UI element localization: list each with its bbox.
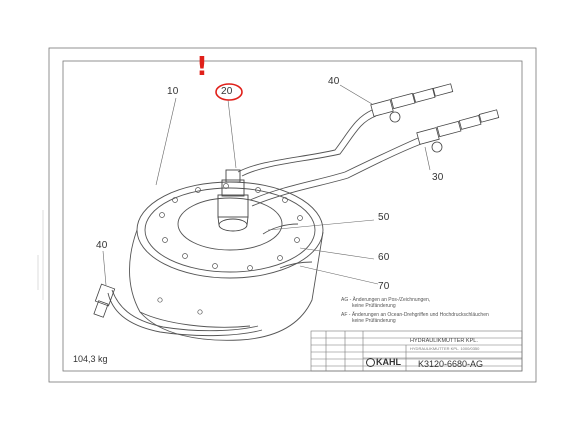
callout-40-top: 40 <box>328 76 340 87</box>
kahl-logo: KAHL <box>366 357 401 368</box>
revision-note-af-2: keine Prüfänderung <box>352 318 396 324</box>
revision-note-ag-1: AG - Änderungen an Pos-/Zeichnungen, <box>341 297 431 303</box>
revision-note-af-1: AF - Änderungen an Ocean-Drehgriffen und… <box>341 312 489 318</box>
title-block-subtitle: HYDRAULIKMUTTER KPL. 1000/0350 <box>410 346 480 351</box>
callout-20: 20 <box>221 86 233 97</box>
weight-label: 104,3 kg <box>73 354 108 364</box>
callout-40-left: 40 <box>96 240 108 251</box>
brand-name: KAHL <box>376 357 401 367</box>
callout-70: 70 <box>378 281 390 292</box>
inner-border <box>62 60 523 372</box>
hoses <box>107 109 422 337</box>
outer-border <box>48 47 537 383</box>
hydraulic-nut-body <box>129 181 324 341</box>
kahl-logo-mark <box>366 358 375 368</box>
margin-marks <box>37 210 44 300</box>
drawing-number: K3120-6680-AG <box>418 359 484 369</box>
title-block-title: HYDRAULIKMUTTER KPL. <box>410 338 478 344</box>
bolt-holes <box>157 183 303 315</box>
highlight-oval <box>215 83 243 101</box>
callout-30: 30 <box>432 172 444 183</box>
exclamation-annotation: ! <box>196 52 208 82</box>
callout-50: 50 <box>378 212 390 223</box>
central-fitting <box>217 169 249 232</box>
callout-10: 10 <box>167 86 179 97</box>
hose-connectors <box>93 83 500 318</box>
revision-note-ag-2: keine Prüfänderung <box>352 303 396 309</box>
title-block <box>310 330 523 372</box>
callout-60: 60 <box>378 252 390 263</box>
leader-lines <box>102 84 431 286</box>
